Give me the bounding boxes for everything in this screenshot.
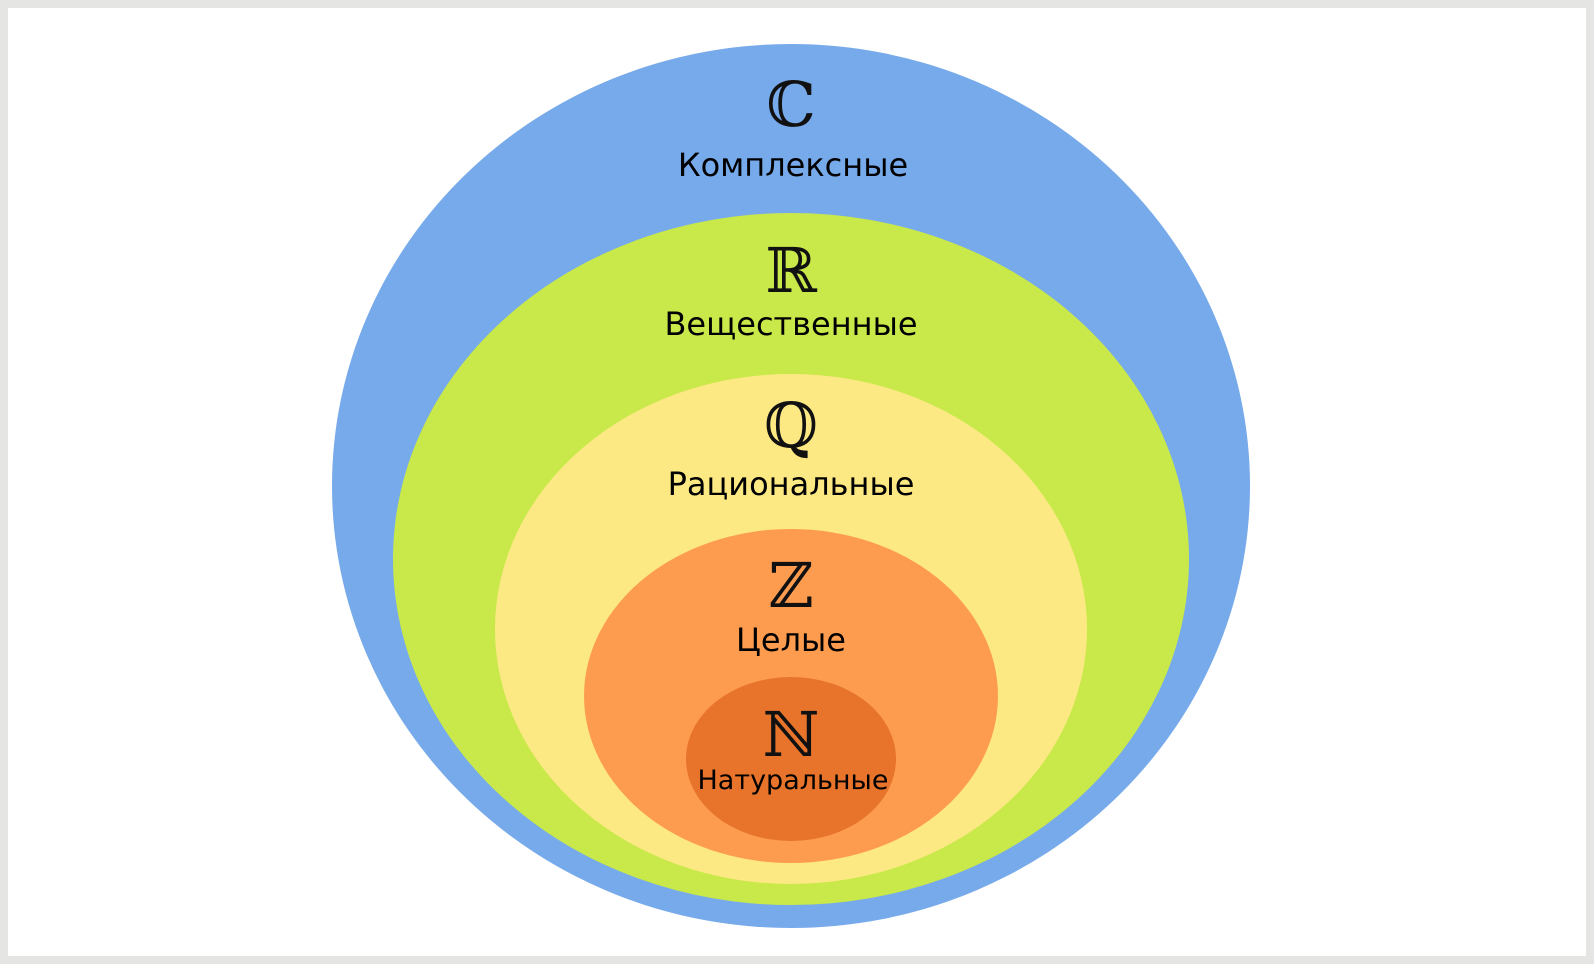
natural-symbol: ℕ bbox=[763, 698, 820, 771]
complex-symbol: ℂ bbox=[766, 68, 815, 141]
real-label: Вещественные bbox=[664, 305, 917, 343]
complex-label: Комплексные bbox=[678, 146, 908, 184]
rational-symbol: ℚ bbox=[764, 389, 818, 462]
integer-symbol: ℤ bbox=[768, 549, 813, 622]
natural-label: Натуральные bbox=[698, 765, 889, 796]
real-symbol: ℝ bbox=[765, 234, 817, 307]
integer-label: Целые bbox=[736, 621, 846, 659]
rational-label: Рациональные bbox=[668, 465, 915, 503]
natural-set-ellipse bbox=[686, 677, 896, 841]
